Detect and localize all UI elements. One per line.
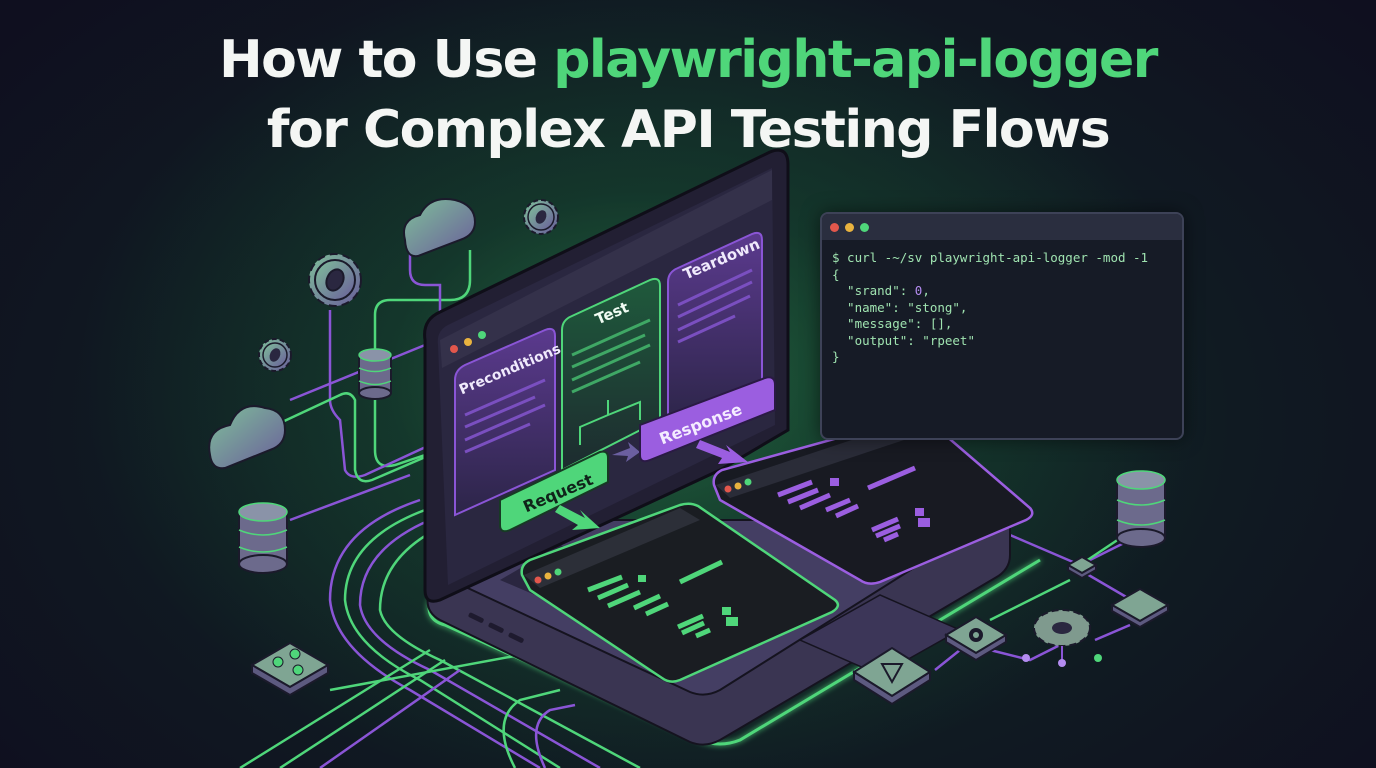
database-icon bbox=[238, 502, 288, 574]
panel-teardown bbox=[667, 231, 763, 427]
minimize-dot-icon bbox=[845, 222, 854, 232]
network-node-tile-icon bbox=[250, 641, 330, 697]
laptop-ports bbox=[468, 612, 524, 643]
title-prefix: How to Use bbox=[219, 30, 554, 90]
test-lines bbox=[571, 318, 651, 394]
flow-arrow-icon bbox=[612, 442, 640, 462]
terminal-line: "name": "stong", bbox=[832, 299, 968, 315]
network-node-tile-icon bbox=[852, 646, 932, 706]
preconditions-lines bbox=[464, 378, 546, 454]
terminal-window: $ curl -~/sv playwright-api-logger -mod … bbox=[820, 212, 1184, 440]
terminal-line: "message": [], bbox=[832, 316, 953, 331]
request-tag bbox=[499, 450, 609, 533]
terminal-line: "srand": bbox=[832, 283, 915, 298]
response-tag bbox=[639, 376, 776, 464]
cloud-icon bbox=[403, 198, 477, 258]
close-dot-icon bbox=[830, 222, 839, 232]
cloud-icon bbox=[208, 405, 287, 470]
terminal-number: 0 bbox=[914, 283, 923, 298]
code-tile-icon bbox=[1109, 587, 1171, 629]
page-title-line2: for Complex API Testing Flows bbox=[266, 100, 1111, 160]
terminal-line: { bbox=[832, 266, 840, 282]
terminal-line: , bbox=[922, 283, 930, 298]
page-title-line1: How to Use playwright-api-logger bbox=[0, 34, 1376, 86]
hub-gear-icon bbox=[1022, 609, 1102, 667]
title-highlight: playwright-api-logger bbox=[553, 30, 1158, 90]
maximize-dot-icon bbox=[860, 222, 869, 232]
teardown-lines bbox=[677, 268, 753, 344]
terminal-titlebar bbox=[822, 214, 1182, 240]
terminal-line: "output": "rpeet" bbox=[832, 332, 975, 348]
settings-tile-icon bbox=[944, 615, 1008, 662]
terminal-command: $ curl -~/sv playwright-api-logger -mod … bbox=[832, 250, 1149, 265]
database-icon bbox=[1116, 470, 1166, 548]
terminal-line: } bbox=[832, 349, 840, 364]
request-log-window bbox=[520, 502, 840, 683]
hub-node-icon bbox=[1065, 555, 1099, 580]
gear-icon bbox=[523, 199, 559, 235]
gear-icon bbox=[308, 253, 362, 307]
database-icon bbox=[358, 348, 392, 400]
terminal-output: $ curl -~/sv playwright-api-logger -mod … bbox=[822, 240, 1182, 376]
gear-icon bbox=[258, 338, 292, 372]
